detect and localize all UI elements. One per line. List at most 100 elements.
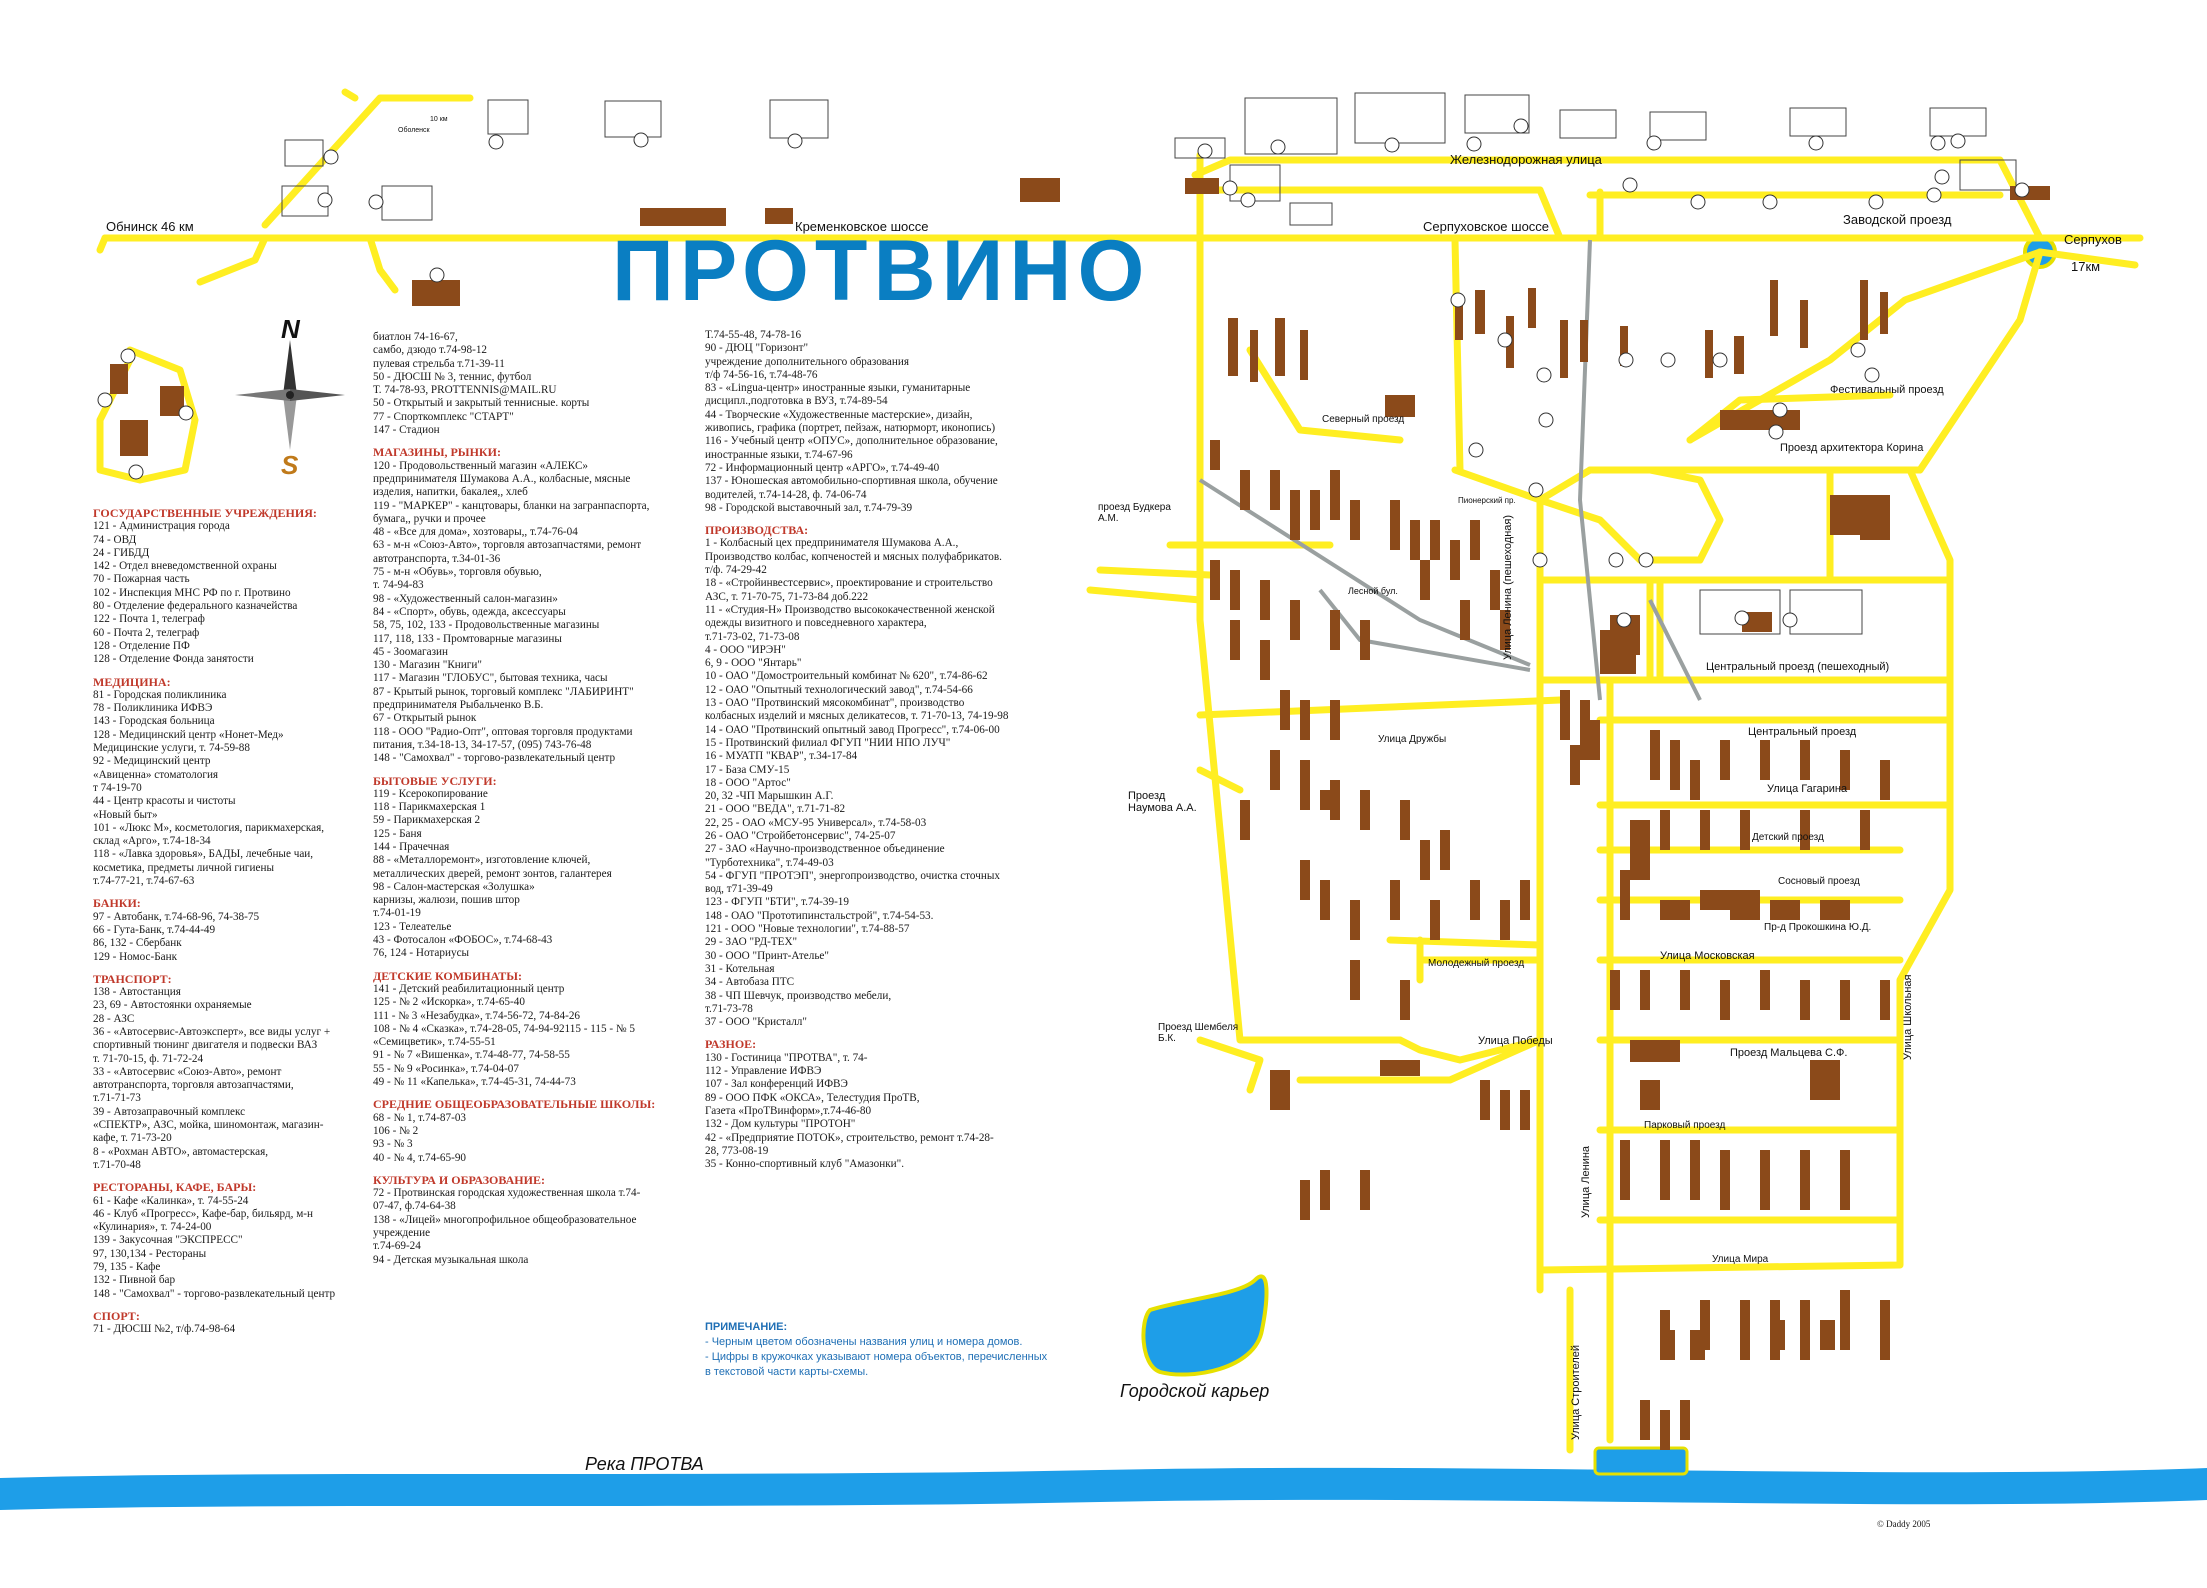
building-block: [1490, 570, 1500, 610]
building-block: [1670, 740, 1680, 790]
building-block: [1610, 970, 1620, 1010]
legend-entry: самбо, дзюдо т.74-98-12: [373, 344, 488, 357]
building-block: [1880, 760, 1890, 800]
legend-entry: колбасных изделий и мясных деликатесов, …: [705, 710, 1009, 723]
object-marker: [1864, 367, 1880, 383]
outline-building: [1649, 111, 1707, 141]
building-block: [1300, 330, 1308, 380]
legend-entry: 10 - ОАО "Домостроительный комбинат № 62…: [705, 670, 988, 683]
building-block: [1360, 620, 1370, 660]
legend-entry: дисципл.,подготовка в ВУЗ, т.74-89-54: [705, 395, 888, 408]
building-block: [1700, 810, 1710, 850]
legend-entry: 37 - ООО "Кристалл": [705, 1016, 807, 1029]
building-block: [1500, 610, 1510, 650]
building-block: [1240, 470, 1250, 510]
building-block: [1720, 980, 1730, 1020]
building-block: [1800, 1150, 1810, 1210]
road-label-prokoshkin: Пр-д Прокошкина Ю.Д.: [1764, 922, 1872, 933]
legend-entry: 118 - Парикмахерская 1: [373, 801, 486, 814]
building-block: [1700, 1300, 1710, 1350]
legend-entry: «Семицветик», т.74-55-51: [373, 1036, 496, 1049]
legend-entry: 139 - Закусочная "ЭКСПРЕСС": [93, 1234, 243, 1247]
building-block: [1230, 620, 1240, 660]
building-block: [1380, 1060, 1420, 1076]
legend-entry: 46 - Клуб «Прогресс», Кафе-бар, бильярд,…: [93, 1207, 313, 1220]
legend-entry: 98 - «Художественный салон-магазин»: [373, 592, 558, 605]
legend-entry: 18 - ООО "Артос": [705, 776, 791, 789]
legend-entry: 38 - ЧП Шевчук, производство мебели,: [705, 989, 892, 1002]
building-block: [1360, 790, 1370, 830]
building-block: [1650, 730, 1660, 780]
legend-entry: Медицинские услуги, т. 74-59-88: [93, 742, 250, 755]
legend-entry: 119 - "МАРКЕР" - канцтовары, бланки на з…: [373, 499, 650, 512]
legend-entry: 12 - ОАО "Опытный технологический завод"…: [705, 683, 973, 696]
road-segment: [2036, 248, 2139, 269]
legend-entry: 77 - Спорткомплекс "СТАРТ": [373, 410, 514, 423]
road-label-stroiteley: Улица Строителей: [1570, 1345, 1582, 1440]
legend-entry: 118 - ООО "Радио-Опт", оптовая торговля …: [373, 725, 633, 738]
legend-entry: 118 - «Лавка здоровья», БАДЫ, лечебные ч…: [93, 848, 314, 861]
legend-entry: 102 - Инспекция МНС РФ по г. Протвино: [93, 586, 291, 599]
legend-entry: 81 - Городская поликлиника: [93, 688, 227, 701]
object-marker: [1782, 612, 1798, 628]
object-marker: [1712, 352, 1728, 368]
building-block: [1620, 326, 1628, 366]
legend-entry: 31 - Котельная: [705, 962, 775, 975]
legend-entry: 143 - Городская больница: [93, 715, 215, 728]
building-block: [1440, 830, 1450, 870]
building-block: [1300, 780, 1310, 810]
building-block: [1430, 520, 1440, 560]
road-segment: [1196, 234, 1404, 1044]
outline-building: [284, 139, 324, 167]
road-segment: [1536, 466, 1724, 564]
building-block: [1450, 540, 1460, 580]
building-block: [1250, 330, 1258, 382]
note-line-2: - Цифры в кружочках указывают номера объ…: [705, 1351, 1048, 1363]
outline-building: [487, 99, 529, 135]
object-marker: [1690, 194, 1706, 210]
legend-heading: СРЕДНИЕ ОБЩЕОБРАЗОВАТЕЛЬНЫЕ ШКОЛЫ:: [373, 1097, 656, 1112]
building-block: [1580, 320, 1588, 362]
legend-entry: 27 - ЗАО «Научно-производственное объеди…: [705, 843, 945, 856]
legend-entry: 44 - Центр красоты и чистоты: [93, 795, 236, 808]
legend-entry: 101 - «Люкс М», косметология, парикмахер…: [93, 821, 325, 834]
object-marker: [1808, 135, 1824, 151]
building-block: [1270, 750, 1280, 790]
legend-entry: 35 - Конно-спортивный клуб "Амазонки".: [705, 1158, 905, 1171]
legend-entry: 128 - Медицинский центр «Нонет-Мед»: [93, 728, 284, 741]
road-label-gagarina: Улица Гагарина: [1767, 783, 1848, 795]
legend-heading: ТРАНСПОРТ:: [93, 971, 172, 986]
legend-heading: МЕДИЦИНА:: [93, 674, 171, 689]
legend-entry: 147 - Стадион: [373, 424, 440, 437]
outline-building: [381, 185, 433, 221]
legend-entry: 141 - Детский реабилитационный центр: [373, 982, 565, 995]
legend-entry: питания, т.34-18-13, 34-17-57, (095) 743…: [373, 738, 592, 751]
object-marker: [1466, 136, 1482, 152]
legend-entry: 71 - ДЮСШ №2, т/ф.74-98-64: [93, 1323, 236, 1336]
building-block: [1810, 1060, 1840, 1100]
legend-entry: т.74-01-19: [373, 907, 421, 920]
object-marker: [1197, 143, 1213, 159]
road-label-obolensk: Оболенск: [398, 127, 430, 134]
object-marker: [1608, 552, 1624, 568]
legend-entry: АЗС, т. 71-70-75, 71-73-84 доб.222: [705, 590, 869, 603]
compass-rose: [235, 340, 345, 450]
building-block: [120, 420, 148, 456]
object-marker: [1240, 192, 1256, 208]
legend-heading: БЫТОВЫЕ УСЛУГИ:: [373, 773, 497, 788]
legend-entry: «Новый быт»: [93, 808, 158, 821]
legend-entry: 142 - Отдел вневедомственной охраны: [93, 560, 277, 573]
road-segment: [96, 234, 109, 254]
building-block: [640, 208, 726, 226]
object-marker: [1660, 352, 1676, 368]
legend-entry: автотранспорта, т.34-01-36: [373, 552, 501, 565]
legend-entry: 13 - ОАО "Протвинский мясокомбинат", про…: [705, 697, 965, 710]
object-marker: [2014, 182, 2030, 198]
outline-building: [1464, 94, 1530, 134]
outline-building: [1174, 137, 1226, 159]
footpath: [1648, 599, 1702, 701]
legend-heading: ГОСУДАРСТВЕННЫЕ УЧРЕЖДЕНИЯ:: [93, 506, 317, 520]
building-block: [1185, 178, 1219, 194]
legend-entry: учреждение: [373, 1227, 431, 1239]
legend-entry: 23, 69 - Автостоянки охраняемые: [93, 999, 252, 1012]
